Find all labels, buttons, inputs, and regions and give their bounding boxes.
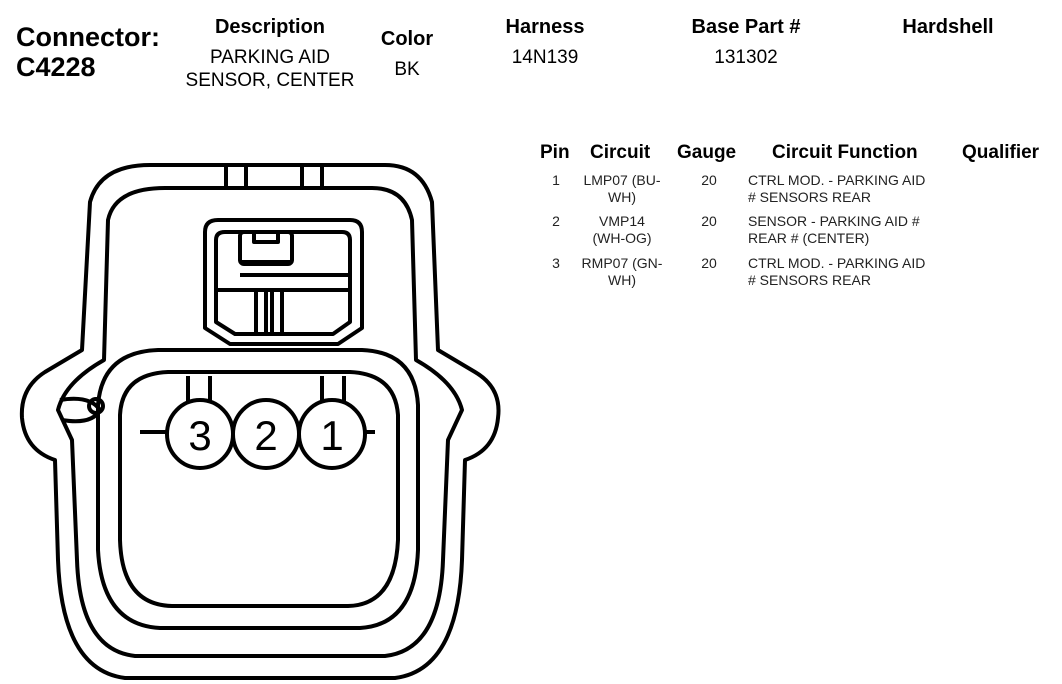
pin-number: 2	[552, 213, 560, 229]
function-line-1: CTRL MOD. - PARKING AID	[748, 255, 926, 271]
color-heading: Color	[380, 28, 434, 50]
base-part-value: 131302	[714, 47, 778, 68]
description-line-2: SENSOR, CENTER	[185, 70, 355, 91]
latch-housing	[203, 218, 364, 346]
description-value: PARKING AID SENSOR, CENTER	[165, 46, 375, 92]
harness-value: 14N139	[511, 47, 579, 68]
circuit-line-1: VMP14	[599, 213, 645, 229]
harness-heading: Harness	[505, 16, 585, 38]
pin-3-label: 3	[188, 412, 211, 459]
circuit-function-cell: CTRL MOD. - PARKING AID # SENSORS REAR	[748, 255, 968, 289]
connector-title: Connector: C4228	[16, 22, 186, 82]
pin-1-circle	[297, 398, 367, 470]
circuit-line-2: WH)	[608, 189, 636, 205]
description-heading: Description	[214, 16, 326, 38]
function-line-2: # SENSORS REAR	[748, 272, 871, 288]
function-line-1: SENSOR - PARKING AID #	[748, 213, 920, 229]
circuit-column-header: Circuit	[590, 142, 651, 163]
gauge-column-header: Gauge	[677, 142, 737, 163]
latch-tab	[238, 230, 294, 266]
pin-1-label: 1	[320, 412, 343, 459]
connector-id: C4228	[16, 52, 96, 82]
housing-outer-outline	[19, 163, 501, 680]
pin-cavity-outer	[96, 348, 420, 630]
circuit-line-2: WH)	[608, 272, 636, 288]
left-latch-notch	[59, 396, 102, 424]
circuit-cell: LMP07 (BU- WH)	[572, 172, 672, 206]
pin-number: 1	[552, 172, 560, 188]
connector-label: Connector:	[16, 22, 160, 52]
pin-number: 3	[552, 255, 560, 271]
qualifier-column-header: Qualifier	[962, 142, 1040, 163]
circuit-function-cell: CTRL MOD. - PARKING AID # SENSORS REAR	[748, 172, 968, 206]
housing-inner-outline	[56, 186, 464, 658]
circuit-function-cell: SENSOR - PARKING AID # REAR # (CENTER)	[748, 213, 968, 247]
pin-cavity-inner	[118, 370, 400, 608]
hardshell-heading: Hardshell	[902, 16, 994, 38]
gauge-cell: 20	[701, 213, 717, 229]
latch-center-post	[254, 288, 284, 336]
latch-housing-inner	[214, 230, 352, 336]
circuit-cell: RMP07 (GN- WH)	[572, 255, 672, 289]
gauge-cell: 20	[701, 172, 717, 188]
function-line-1: CTRL MOD. - PARKING AID	[748, 172, 926, 188]
connector-face-drawing: 3 2 1	[19, 163, 501, 680]
circuit-line-1: RMP07 (GN-	[581, 255, 663, 271]
gauge-cell: 20	[701, 255, 717, 271]
function-line-2: REAR # (CENTER)	[748, 230, 870, 246]
circuit-cell: VMP14 (WH-OG)	[572, 213, 672, 247]
circuit-line-1: LMP07 (BU-	[583, 172, 661, 188]
function-line-2: # SENSORS REAR	[748, 189, 871, 205]
color-value: BK	[394, 59, 420, 80]
description-line-1: PARKING AID	[209, 47, 330, 68]
latch-tab-top	[252, 230, 280, 244]
base-part-heading: Base Part #	[691, 16, 801, 38]
circuit-function-column-header: Circuit Function	[772, 142, 918, 163]
pin-column-header: Pin	[540, 142, 570, 163]
pin-2-label: 2	[254, 412, 277, 459]
circuit-line-2: (WH-OG)	[592, 230, 652, 246]
